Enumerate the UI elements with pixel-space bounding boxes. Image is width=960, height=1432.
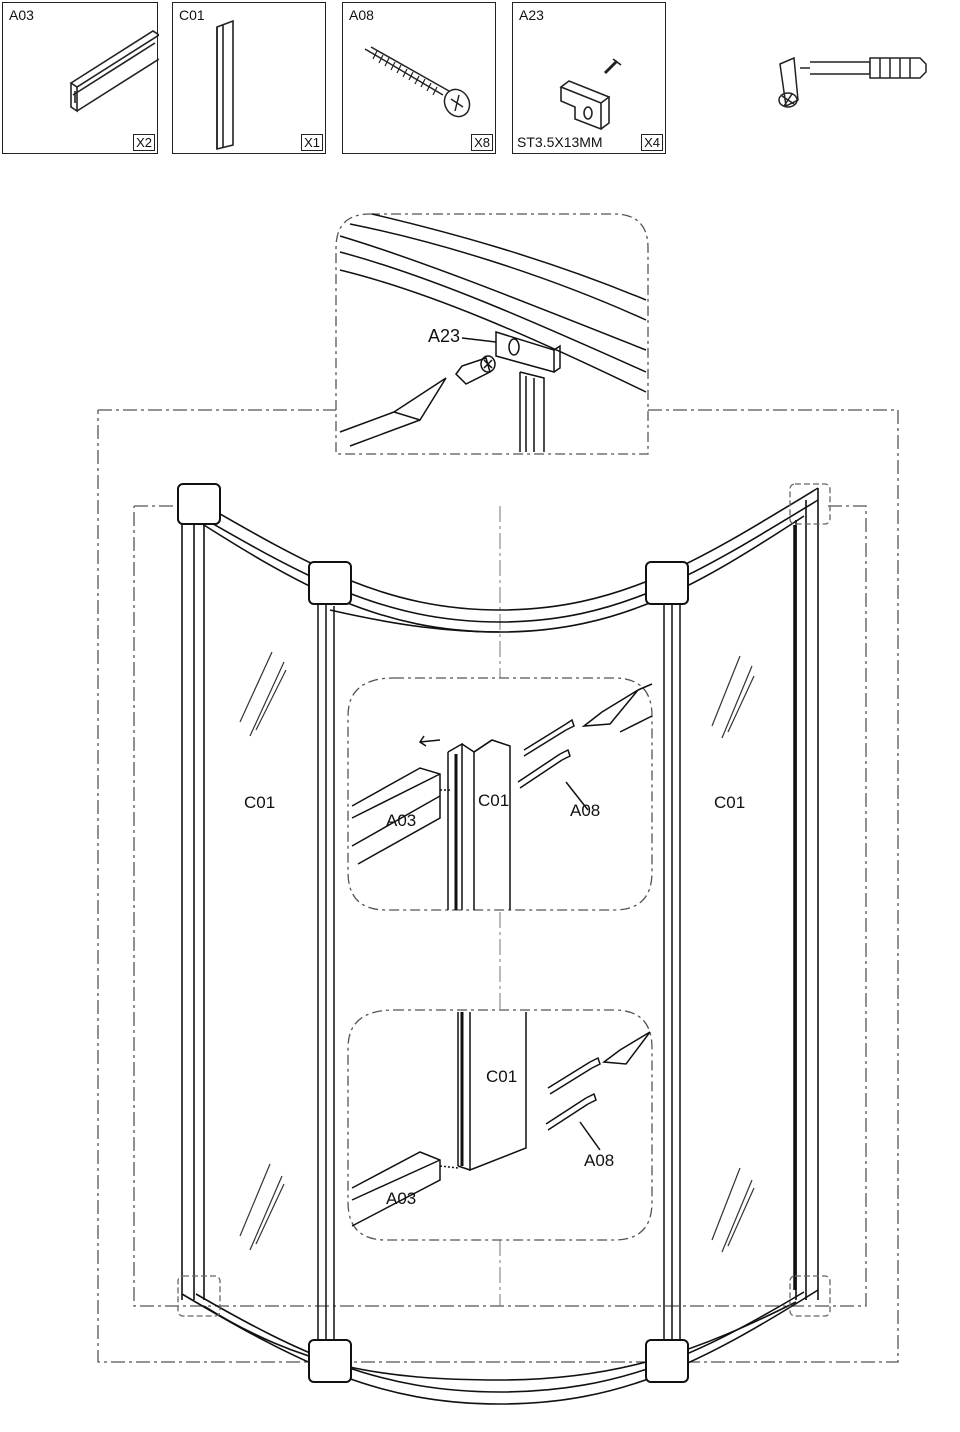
- callout-a08: A08: [584, 1151, 614, 1170]
- part-card-a23: A23 ST3.5X13MM X4: [512, 2, 666, 154]
- callout-c01: C01: [478, 791, 509, 810]
- part-card-c01: C01 X1: [172, 2, 326, 154]
- bottom-curved-rail: [181, 1289, 819, 1405]
- callout-a23: A23: [428, 326, 460, 346]
- part-code: A08: [349, 7, 374, 23]
- part-card-a08: A08 X8: [342, 2, 496, 154]
- part-code: A23: [519, 7, 544, 23]
- base-outline: [97, 409, 899, 1363]
- part-code: A03: [9, 7, 34, 23]
- side-posts: [181, 488, 819, 1300]
- glass-reflection: [239, 651, 755, 1253]
- part-qty: X2: [133, 134, 155, 151]
- callout-a08: A08: [570, 801, 600, 820]
- upper-detail-inset: A03 C01 A08: [347, 677, 653, 911]
- callout-a03: A03: [386, 1189, 416, 1208]
- panel-label-right: C01: [714, 793, 745, 812]
- panel-label-left: C01: [244, 793, 275, 812]
- top-detail-inset: A23: [335, 213, 649, 455]
- profile-strip-icon: [216, 19, 234, 151]
- rail-profile-icon: [69, 30, 159, 113]
- part-spec: ST3.5X13MM: [517, 134, 603, 150]
- screwdriver-icon: [778, 56, 927, 108]
- part-qty: X1: [301, 134, 323, 151]
- part-qty: X8: [471, 134, 493, 151]
- part-card-a03: A03 X2: [2, 2, 159, 154]
- corner-bracket-ghost: [177, 483, 831, 1317]
- callout-a03: A03: [386, 811, 416, 830]
- corner-bracket: [177, 483, 689, 1383]
- part-code: C01: [179, 7, 205, 23]
- callout-c01: C01: [486, 1067, 517, 1086]
- door-frame-posts: [317, 596, 681, 1374]
- top-curved-rail: [181, 487, 819, 633]
- lower-detail-inset: C01 A08 A03: [347, 1009, 653, 1241]
- part-qty: X4: [641, 134, 663, 151]
- bracket-icon: [559, 58, 622, 131]
- screw-icon: [364, 46, 471, 118]
